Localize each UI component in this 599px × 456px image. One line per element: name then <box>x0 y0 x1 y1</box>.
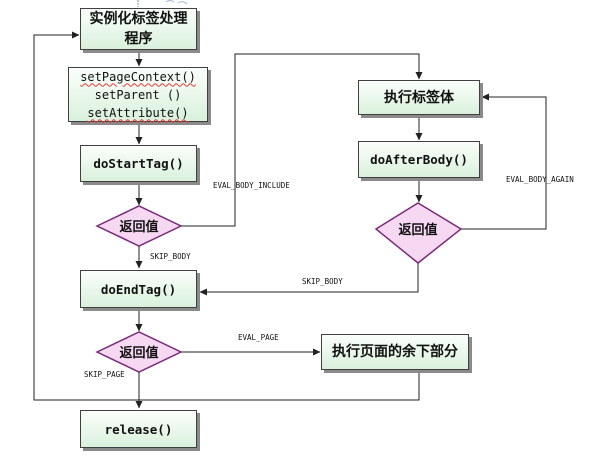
instantiate-handler-label: 实例化标签处理程序 <box>89 11 188 47</box>
return-value-3-label: 返回值 <box>119 346 159 361</box>
set-attribute-label: setAttribute() <box>87 105 189 120</box>
box-do-start-tag: doStartTag() <box>80 145 197 182</box>
edge-skip-body-right <box>199 263 419 296</box>
return-value-1-label: 返回值 <box>119 220 159 235</box>
box-execute-body: 执行标签体 <box>358 80 480 115</box>
release-label: release() <box>104 421 173 437</box>
label-eval-body-include: EVAL_BODY_INCLUDE <box>213 181 290 190</box>
label-skip-body-right: SKIP_BODY <box>302 277 343 286</box>
edge-loop-back <box>33 31 420 401</box>
label-eval-body-again: EVAL_BODY_AGAIN <box>506 175 574 184</box>
set-parent-label: setParent () <box>94 87 182 102</box>
box-release: release() <box>80 410 197 448</box>
top-fragment-mark <box>165 0 188 5</box>
box-execute-rest-of-page: 执行页面的余下部分 <box>321 334 469 370</box>
do-start-tag-label: doStartTag() <box>93 156 184 171</box>
box-do-end-tag: doEndTag() <box>80 270 197 308</box>
box-do-after-body: doAfterBody() <box>358 141 480 178</box>
edge-eval-body-again <box>461 93 547 230</box>
label-eval-page: EVAL_PAGE <box>238 333 279 342</box>
edge-eval-body-include <box>181 53 423 227</box>
label-skip-body-left: SKIP_BODY <box>150 252 191 261</box>
box-set-methods: setPageContext() setParent () setAttribu… <box>68 67 208 122</box>
box-instantiate-handler: 实例化标签处理程序 <box>80 8 197 50</box>
do-end-tag-label: doEndTag() <box>100 281 177 297</box>
do-after-body-label: doAfterBody() <box>370 152 468 167</box>
label-skip-page: SKIP_PAGE <box>84 370 125 379</box>
execute-body-label: 执行标签体 <box>384 89 454 106</box>
set-page-context-label: setPageContext() <box>80 69 196 84</box>
execute-rest-label: 执行页面的余下部分 <box>332 344 458 360</box>
return-value-2-label: 返回值 <box>398 223 438 238</box>
